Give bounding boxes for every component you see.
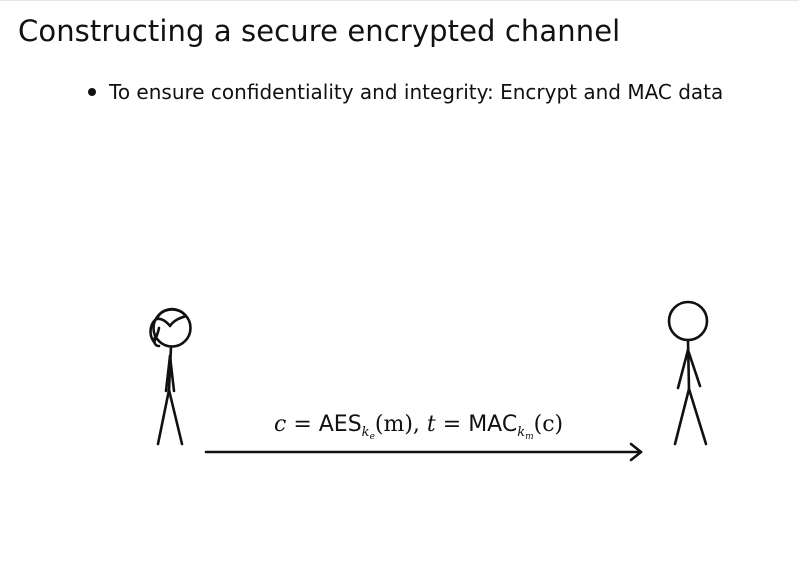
eq-aes-key: ke [361,425,375,442]
bullet-text: To ensure confidentiality and integrity:… [109,80,724,104]
top-divider [0,0,799,1]
slide-title: Constructing a secure encrypted channel [18,14,621,48]
eq-c: c [274,412,287,437]
eq-mac-key-m: m [525,432,534,442]
eq-comma: , [412,412,427,437]
encrypt-mac-equation: c = AESke(m), t = MACkm(c) [274,412,564,442]
eq-mac: MAC [468,412,518,437]
eq-mac-key: km [517,425,534,442]
alice-figure-icon [149,307,192,446]
message-arrow-icon [204,442,643,462]
eq-t: t [426,412,436,437]
bullet-item: To ensure confidentiality and integrity:… [88,80,723,104]
eq-mac-k: k [517,425,526,440]
bullet-dot-icon [88,88,96,96]
bob-figure-icon [667,300,709,446]
eq-equals-2: = [435,412,469,437]
eq-m-arg: (m) [374,412,413,437]
eq-equals-1: = [286,412,319,437]
eq-c-arg: (c) [533,412,564,437]
eq-aes-k: k [361,425,370,440]
bullet-list: To ensure confidentiality and integrity:… [88,80,723,104]
eq-aes: AES [318,412,362,437]
eq-aes-key-e: e [369,432,375,442]
